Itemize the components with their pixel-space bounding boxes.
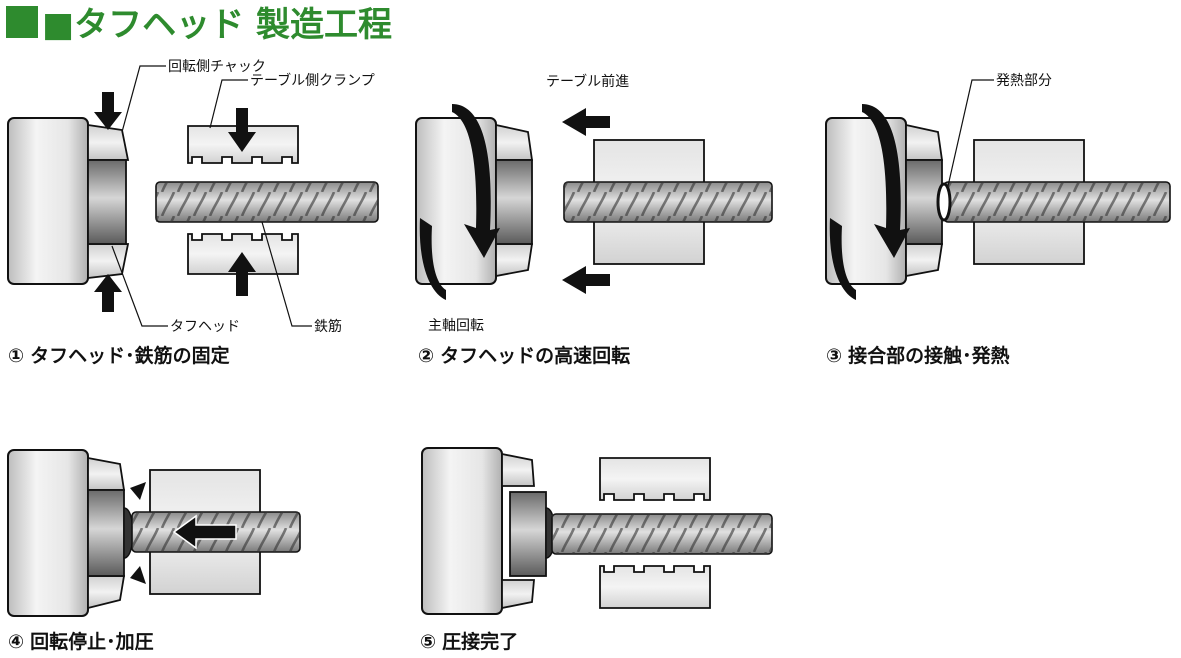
step-5-caption: ⑤ 圧接完了 — [420, 630, 518, 653]
step-3-number: ③ — [826, 345, 842, 367]
chuck-jaw-bottom — [501, 579, 535, 610]
chuck-jaw-bottom — [87, 575, 126, 610]
step-2-text: タフヘッドの高速回転 — [440, 344, 630, 367]
rotation-arrow-icon — [862, 104, 910, 258]
tuff-head — [87, 159, 127, 245]
chuck-jaw-bottom — [495, 243, 534, 278]
rotating-chuck — [421, 447, 503, 615]
rotation-band-lower — [829, 218, 856, 300]
step-5-number: ⑤ — [420, 631, 436, 653]
leader-tuff-head — [111, 245, 168, 327]
label-heated-part: 発熱部分 — [996, 73, 1052, 89]
leader-table-clamp — [209, 79, 248, 129]
step-4-caption: ④ 回転停止･加圧 — [8, 630, 154, 653]
spark-icon-bottom — [130, 566, 146, 584]
chuck-jaw-bottom — [905, 243, 944, 278]
leader-heated-part — [947, 79, 994, 187]
step-4-text: 回転停止･加圧 — [30, 630, 154, 653]
heat-zone-ring — [936, 182, 952, 222]
label-table-clamp: テーブル側クランプ — [250, 72, 375, 89]
step-3-diagram: 発熱部分 — [825, 73, 1171, 300]
title-square-icon — [6, 6, 38, 38]
label-tuff-head: タフヘッド — [170, 319, 240, 335]
table-clamp-arrow-up — [228, 252, 256, 296]
chuck-jaw-top — [87, 123, 130, 161]
tuff-head — [509, 491, 547, 577]
step-3-caption: ③ 接合部の接触･発熱 — [826, 344, 1010, 367]
title-text: ■タフヘッド 製造工程 — [42, 5, 392, 45]
rebar-ribs — [944, 182, 1170, 222]
label-table-advance: テーブル前進 — [546, 73, 629, 90]
table-clamp-bottom — [599, 565, 711, 609]
diagram-title: ■タフヘッド 製造工程 — [6, 5, 392, 45]
spark-icon-top — [130, 482, 146, 500]
chuck-jaw-top — [501, 452, 535, 487]
step-1-text: タフヘッド･鉄筋の固定 — [30, 344, 230, 367]
step-3-text: 接合部の接触･発熱 — [848, 344, 1010, 367]
step-4-number: ④ — [8, 631, 24, 653]
step-1-diagram: 回転側チャック テーブル側クランプ タフヘッド 鉄筋 — [7, 59, 379, 335]
step-4-diagram — [7, 449, 301, 617]
step-5-diagram — [421, 447, 773, 615]
rotation-arrow-icon — [452, 104, 500, 258]
label-spindle-rotation: 主軸回転 — [428, 318, 484, 334]
rebar-ribs — [156, 182, 378, 222]
rotating-chuck — [7, 449, 89, 617]
chuck-jaw-top — [495, 123, 534, 161]
label-rebar: 鉄筋 — [314, 318, 342, 335]
table-clamp-arrow-down — [228, 108, 256, 152]
rebar-ribs — [564, 182, 772, 222]
tuff-head — [495, 159, 533, 245]
table-clamp-top — [599, 457, 711, 501]
step-5-text: 圧接完了 — [442, 630, 518, 653]
chuck-jaw-top — [87, 456, 126, 491]
step-2-number: ② — [418, 345, 434, 367]
step-2-diagram: テーブル前進 主軸回転 — [415, 73, 773, 334]
step-1-number: ① — [8, 345, 24, 367]
leader-chuck — [121, 65, 166, 133]
rotation-band-lower — [419, 218, 446, 300]
clamp-arrow-up — [94, 274, 122, 312]
clamp-arrow-down — [94, 92, 122, 130]
leader-rebar — [261, 221, 312, 327]
tuff-head — [905, 159, 943, 245]
chuck-jaw-top — [905, 123, 944, 161]
label-rotating-chuck: 回転側チャック — [168, 59, 266, 75]
advance-arrow-bottom — [562, 266, 610, 294]
rebar-ribs — [552, 514, 772, 554]
pressure-arrow-icon — [172, 514, 237, 550]
step-2-caption: ② タフヘッドの高速回転 — [418, 344, 630, 367]
rotating-chuck — [7, 117, 89, 285]
tuff-head — [87, 489, 125, 577]
advance-arrow-top — [562, 108, 610, 136]
step-1-caption: ① タフヘッド･鉄筋の固定 — [8, 344, 230, 367]
